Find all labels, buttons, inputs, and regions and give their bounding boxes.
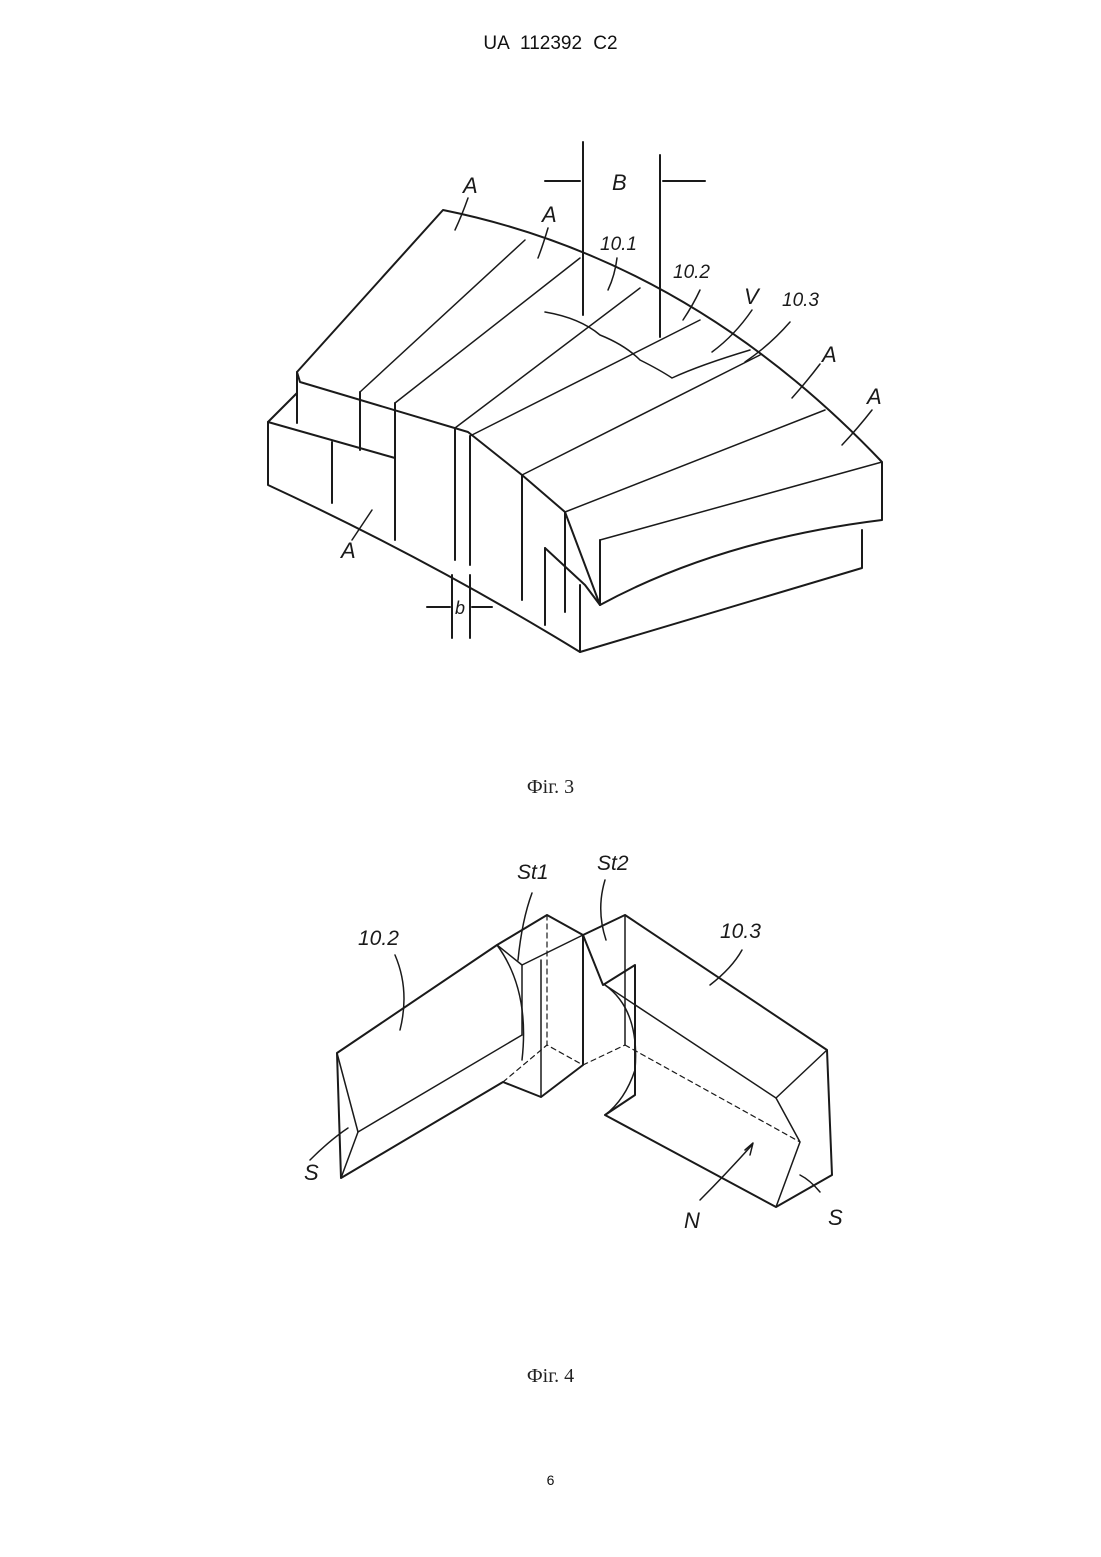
fig4-label-10-2: 10.2 [358, 927, 399, 950]
fig3-label-10-1: 10.1 [600, 234, 637, 255]
figure-4-caption: Фіг. 4 [0, 1365, 1101, 1388]
fig3-label-10-2: 10.2 [673, 262, 710, 283]
fig4-label-s-right: S [828, 1205, 843, 1230]
figure-3-caption: Фіг. 3 [0, 776, 1101, 799]
fig4-label-st2: St2 [597, 852, 629, 875]
figure-4-drawing: 10.2 St1 St2 10.3 S N S [304, 852, 843, 1233]
fig3-label-v: V [744, 284, 761, 309]
fig4-label-st1: St1 [517, 861, 549, 884]
fig4-label-s-left: S [304, 1160, 319, 1185]
fig3-label-a-second: A [540, 202, 557, 227]
fig3-label-a-right: A [820, 342, 837, 367]
page-number: 6 [0, 1472, 1101, 1488]
fig4-label-10-3: 10.3 [720, 920, 761, 943]
fig3-label-b-upper: B [612, 170, 627, 195]
fig3-label-10-3: 10.3 [782, 290, 819, 311]
fig3-label-b-lower: b [455, 598, 465, 618]
fig4-label-n: N [684, 1208, 700, 1233]
fig3-label-a-bottom: A [339, 538, 356, 563]
fig3-label-a-far-right: A [865, 384, 882, 409]
fig3-label-a-top: A [461, 173, 478, 198]
figure-3-drawing: A A B 10.1 10.2 V 10.3 A A A b [268, 142, 882, 652]
